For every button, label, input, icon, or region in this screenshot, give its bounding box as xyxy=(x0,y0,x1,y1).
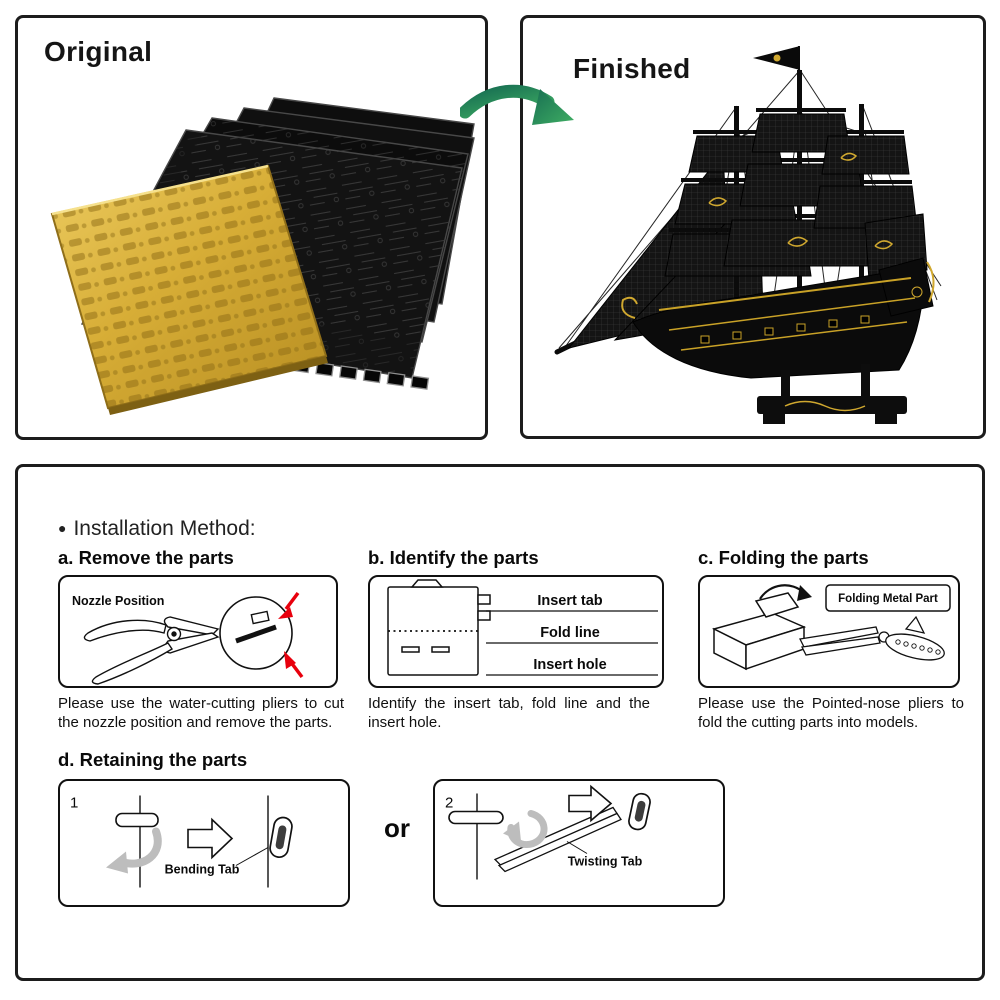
installation-method-box: ●Installation Method: a. Remove the part… xyxy=(15,464,985,981)
folding-pliers-illustration: Folding Metal Part xyxy=(711,584,951,671)
bent-tab-in-slot-icon xyxy=(269,816,293,859)
step-b-caption: Identify the insert tab, fold line and t… xyxy=(368,695,650,731)
twisting-tab-illustration: 2 Twisting Tab xyxy=(445,784,651,880)
pirate-flag xyxy=(753,46,800,72)
bending-tab-diagram: 1 Bending Tab xyxy=(58,779,350,907)
part-anatomy-illustration: Insert tab Fold line Insert hole xyxy=(387,579,658,676)
installation-method-heading: ●Installation Method: xyxy=(58,517,256,540)
display-stand xyxy=(757,364,907,424)
bending-tab-label: Bending Tab xyxy=(165,863,240,877)
folding-metal-part-label: Folding Metal Part xyxy=(838,593,938,605)
gold-sheet xyxy=(50,164,328,415)
metal-sheets-illustration xyxy=(50,97,475,415)
cut-arrows xyxy=(278,591,304,679)
hull xyxy=(621,257,935,379)
result-arrow-icon xyxy=(568,784,613,823)
identify-parts-diagram: Insert tab Fold line Insert hole xyxy=(368,575,664,688)
result-arrow-icon xyxy=(187,817,234,860)
nozzle-position-label: Nozzle Position xyxy=(72,594,164,608)
bending-tab-illustration: 1 Bending Tab xyxy=(70,795,293,888)
step-d-title: d. Retaining the parts xyxy=(58,749,248,770)
insert-tab-label: Insert tab xyxy=(537,593,602,609)
metal-part-icon xyxy=(387,579,491,676)
ship-model-illustration xyxy=(554,46,942,424)
step-a-caption: Please use the water-cutting pliers to c… xyxy=(58,695,344,731)
step-c-title: c. Folding the parts xyxy=(698,547,869,568)
pointed-nose-pliers-icon xyxy=(799,615,945,661)
or-separator: or xyxy=(384,813,410,843)
step-b-title: b. Identify the parts xyxy=(368,547,539,568)
sails xyxy=(664,113,928,281)
cutting-pliers-icon xyxy=(83,616,220,685)
original-panel: Original xyxy=(15,15,488,440)
finished-panel: Finished xyxy=(520,15,986,439)
fold-line-label: Fold line xyxy=(540,625,600,641)
original-label: Original xyxy=(44,36,153,67)
gold-decals xyxy=(708,152,894,250)
finished-label: Finished xyxy=(573,53,691,84)
option-1-number: 1 xyxy=(70,795,78,812)
insert-hole-label: Insert hole xyxy=(533,657,606,673)
twisting-pliers-icon xyxy=(493,806,622,873)
folding-parts-diagram: Folding Metal Part xyxy=(698,575,960,688)
transform-arrow-icon xyxy=(460,84,574,125)
figurehead xyxy=(621,296,638,319)
step-c-caption: Please use the Pointed-nose pliers to fo… xyxy=(698,695,964,731)
folded-part-icon xyxy=(711,592,807,671)
twisting-tab-diagram: 2 Twisting Tab xyxy=(433,779,725,907)
remove-parts-diagram: Nozzle Position xyxy=(58,575,338,688)
bullet-icon: ● xyxy=(58,520,67,536)
cutting-pliers-illustration: Nozzle Position xyxy=(72,591,304,685)
option-2-number: 2 xyxy=(445,795,453,812)
step-a-title: a. Remove the parts xyxy=(58,547,234,568)
twisted-tab-in-slot-icon xyxy=(628,792,651,831)
twisting-tab-label: Twisting Tab xyxy=(568,855,643,869)
